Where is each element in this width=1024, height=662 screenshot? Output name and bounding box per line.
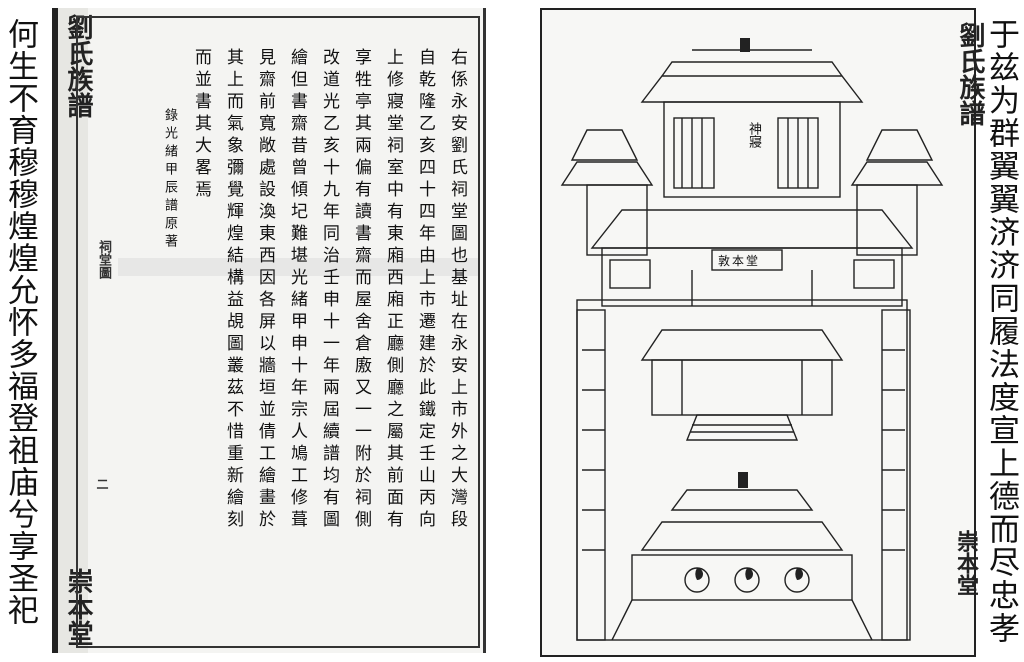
- middle-plaque: 敦本堂: [718, 254, 761, 268]
- scan-smudge: [118, 258, 478, 276]
- steps: [685, 414, 799, 441]
- dunben-hall: [601, 247, 903, 307]
- courtyard-wall: [576, 299, 908, 641]
- page-number: 二: [95, 478, 109, 490]
- text-column: 錄光緒甲辰譜原著: [162, 108, 177, 252]
- text-column: 右係永安劉氏祠堂圖也基址在永安上市外之大灣段: [447, 48, 467, 532]
- text-column: 改道光乙亥十九年同治壬申十一年兩屆續譜均有圖: [319, 48, 339, 532]
- gate-lower-roof: [640, 521, 844, 551]
- sanctum-hall: [663, 101, 841, 198]
- text-column: 上修寢堂祠室中有東廂西廂正廳側廳之屬其前面有: [383, 48, 403, 532]
- right-pavilion-roof: [865, 129, 934, 161]
- book-title: 劉氏族譜: [955, 22, 985, 126]
- left-pavilion-roof: [570, 129, 639, 161]
- hall-name: 崇本堂: [63, 568, 93, 646]
- text-column: 自乾隆乙亥四十四年由上市遷建於此鐵定壬山丙向: [415, 48, 435, 532]
- text-column: 而並書其大畧焉: [191, 48, 211, 202]
- margin-strip: [58, 8, 88, 653]
- section-label: 祠堂圖: [96, 240, 111, 279]
- main-gate: [631, 554, 853, 601]
- text-column: 繪但書齋昔曾傾圮難堪光緒甲申十年宗人鳩工修葺: [287, 48, 307, 532]
- right-page: 神寢 敦本堂 劉氏族譜 崇本堂: [540, 8, 985, 657]
- text-column: 見齋前寬敞處設渙東西因各屏以牆垣並倩工繪畫於: [255, 48, 275, 532]
- left-caption: 何生不育穆穆煌煌允怀多福登祖庙兮享圣祀: [2, 18, 38, 626]
- middle-hall-roof: [590, 209, 914, 249]
- upper-plaque: 神寢: [746, 122, 761, 148]
- text-frame: [76, 16, 480, 648]
- text-column: 享牲亭其兩偏有讀書齋而屋舍倉廒又一一附於祠側: [351, 48, 371, 532]
- right-caption: 于兹为群翼翼济济同履法度宣上德而尽忠孝: [983, 18, 1019, 645]
- offering-pavilion-roof: [640, 329, 844, 361]
- body-text: 右係永安劉氏祠堂圖也基址在永安上市外之大灣段 自乾隆乙亥四十四年由上市遷建於此鐵…: [153, 48, 473, 638]
- book-title: 劉氏族譜: [63, 14, 93, 118]
- left-page: 劉氏族譜 祠堂圖 二 崇本堂 右係永安劉氏祠堂圖也基址在永安上市外之大灣段 自乾…: [52, 8, 486, 653]
- text-column: 其上而氣象彌覺輝煌結構益覘圖叢茲不惜重新繪刻: [223, 48, 243, 532]
- hall-name: 崇本堂: [953, 530, 979, 596]
- gate-upper-roof: [670, 489, 814, 511]
- ancestral-hall-illustration: [560, 38, 944, 641]
- main-roof: [640, 75, 864, 103]
